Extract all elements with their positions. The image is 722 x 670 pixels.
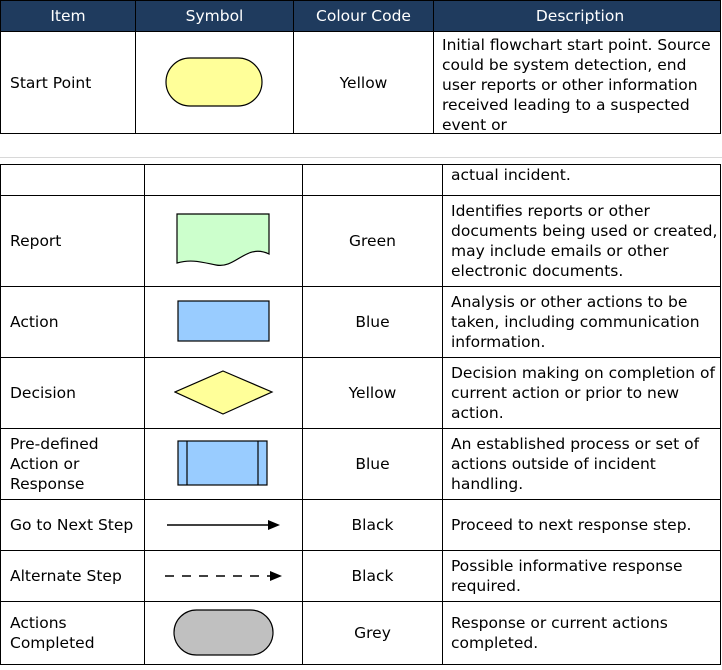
table-row: actual incident. [0,164,721,196]
item-cell: Action [0,286,145,358]
symbol-cell [144,195,303,287]
solid-arrow-symbol [166,520,280,530]
flowchart-legend-table-part2: actual incident. Report Green Identifies… [0,164,721,665]
start-point-terminator-symbol [164,56,263,107]
action-process-symbol [176,300,270,342]
description-cell: Possible informative response required. [442,550,721,602]
table-header-row: Item Symbol Colour Code Description [0,0,721,32]
colour-cell: Blue [302,428,443,500]
item-cell: Alternate Step [0,550,145,602]
colour-cell: Black [302,550,443,602]
page-separator-line [0,157,722,158]
item-cell: Pre-defined Action or Response [0,428,145,500]
symbol-cell [144,357,303,429]
predefined-process-symbol [176,440,268,486]
description-cell: actual incident. [442,164,721,196]
table-row: Decision Yellow Decision making on compl… [0,357,721,429]
description-cell: Analysis or other actions to be taken, i… [442,286,721,358]
header-colour-code: Colour Code [293,0,434,32]
symbol-cell [144,499,303,551]
description-cell: Decision making on completion of current… [442,357,721,429]
item-cell: Actions Completed [0,601,145,665]
description-cell: Identifies reports or other documents be… [442,195,721,287]
report-document-symbol [175,213,270,266]
header-description: Description [433,0,721,32]
colour-cell: Yellow [293,31,434,134]
item-cell: Go to Next Step [0,499,145,551]
table-row: Actions Completed Grey Response or curre… [0,601,721,665]
colour-cell: Grey [302,601,443,665]
item-cell: Start Point [0,31,136,134]
page-break-gap [0,134,722,164]
symbol-cell [144,164,303,196]
table-row: Action Blue Analysis or other actions to… [0,286,721,358]
symbol-cell [144,286,303,358]
symbol-cell [144,428,303,500]
actions-completed-terminator-symbol [172,609,274,656]
item-cell: Report [0,195,145,287]
header-item: Item [0,0,136,32]
description-cell: Response or current actions completed. [442,601,721,665]
symbol-cell [144,550,303,602]
symbol-cell [135,31,294,134]
decision-diamond-symbol [173,370,273,415]
table-row: Report Green Identifies reports or other… [0,195,721,287]
table-row: Start Point Yellow Initial flowchart sta… [0,31,721,134]
item-cell [0,164,145,196]
description-cell: Proceed to next response step. [442,499,721,551]
description-cell: An established process or set of actions… [442,428,721,500]
colour-cell: Yellow [302,357,443,429]
table-row: Go to Next Step Black Proceed to next re… [0,499,721,551]
colour-cell: Black [302,499,443,551]
colour-cell [302,164,443,196]
colour-cell: Blue [302,286,443,358]
item-cell: Decision [0,357,145,429]
table-row: Pre-defined Action or Response Blue An e… [0,428,721,500]
description-cell: Initial flowchart start point. Source co… [433,31,721,134]
description-text: Initial flowchart start point. Source co… [442,35,711,133]
header-symbol: Symbol [135,0,294,32]
dashed-arrow-symbol [164,571,282,581]
table-row: Alternate Step Black Possible informativ… [0,550,721,602]
colour-cell: Green [302,195,443,287]
symbol-cell [144,601,303,665]
flowchart-legend-table-part1: Item Symbol Colour Code Description Star… [0,0,721,134]
